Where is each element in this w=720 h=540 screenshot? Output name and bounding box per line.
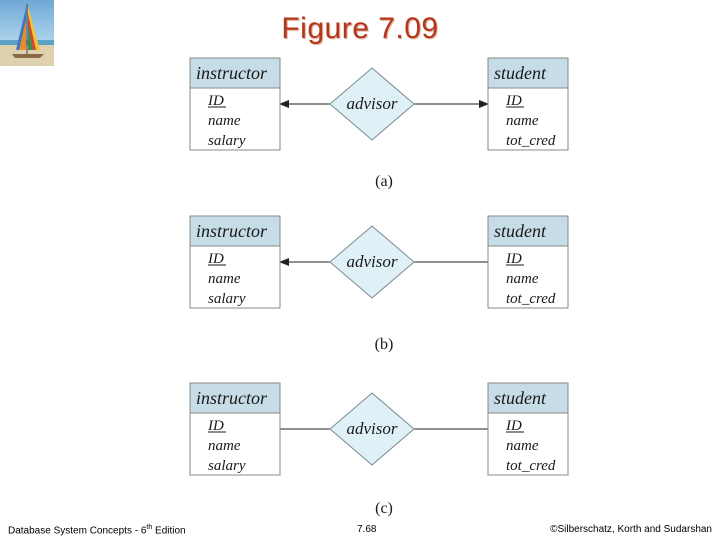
attribute-salary: salary [208,458,246,474]
diagram-caption-b: (b) [375,336,394,353]
relationship-name: advisor [347,252,398,271]
attribute-name: name [506,438,539,454]
entity-header [487,382,569,414]
entity-header [189,382,281,414]
attribute-id: ID [207,251,224,267]
footer-copyright: ©Silberschatz, Korth and Sudarshan [550,524,712,535]
entity-attribute-box [487,412,569,476]
entity-attribute-box [487,245,569,309]
sailboat-logo [0,0,54,66]
attribute-name: name [208,438,241,454]
attribute-name: name [208,271,241,287]
entity-name: instructor [196,388,268,408]
attribute-salary: salary [208,291,246,307]
attribute-id: ID [207,93,224,109]
slide-title: Figure 7.09 [281,12,439,45]
entity-name: instructor [196,221,268,241]
attribute-name: name [506,113,539,129]
entity-header [189,57,281,89]
relationship-diamond [329,225,415,299]
relationship-name: advisor [347,94,398,113]
entity-attribute-box [189,412,281,476]
attribute-id: ID [505,93,522,109]
attribute-name: name [208,113,241,129]
relationship-diamond [329,67,415,141]
attribute-tot-cred: tot_cred [506,458,556,474]
entity-name: student [494,388,547,408]
entity-attribute-box [189,87,281,151]
footer-book-title: Database System Concepts - 6th Edition [8,524,186,537]
attribute-id: ID [207,418,224,434]
attribute-id: ID [505,418,522,434]
diagram-caption-a: (a) [375,173,393,190]
entity-name: student [494,63,547,83]
entity-attribute-box [189,245,281,309]
attribute-salary: salary [208,133,246,149]
entity-name: student [494,221,547,241]
entity-header [189,215,281,247]
attribute-name: name [506,271,539,287]
attribute-tot-cred: tot_cred [506,133,556,149]
entity-name: instructor [196,63,268,83]
attribute-id: ID [505,251,522,267]
relationship-diamond [329,392,415,466]
entity-attribute-box [487,87,569,151]
diagram-caption-c: (c) [375,500,393,517]
attribute-tot-cred: tot_cred [506,291,556,307]
relationship-name: advisor [347,419,398,438]
footer-page-number: 7.68 [357,524,377,535]
entity-header [487,57,569,89]
entity-header [487,215,569,247]
